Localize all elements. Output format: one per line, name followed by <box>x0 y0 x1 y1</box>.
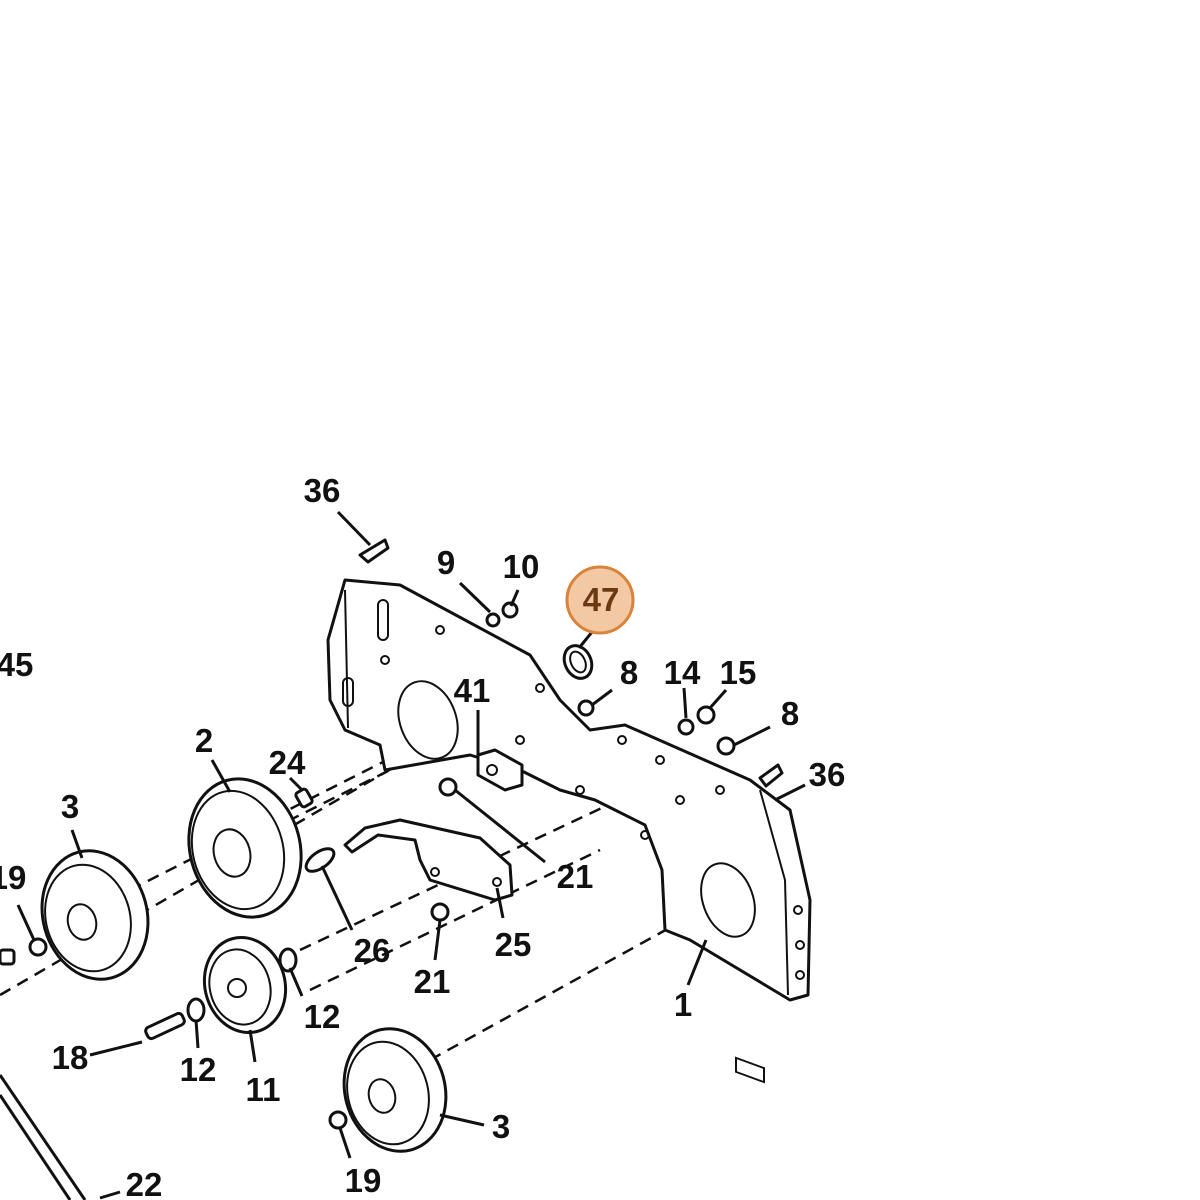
callout-label-45[interactable]: 45 <box>0 646 33 683</box>
callout-label-18[interactable]: 18 <box>52 1039 89 1076</box>
bracket-25 <box>343 818 514 902</box>
callout-label-19-upper[interactable]: 19 <box>0 859 26 896</box>
callout-label-24[interactable]: 24 <box>269 744 306 781</box>
callout-label-12-right[interactable]: 12 <box>304 998 341 1035</box>
callout-label-36-right[interactable]: 36 <box>809 756 846 793</box>
callout-label-21-lower[interactable]: 21 <box>414 963 451 1000</box>
callout-label-3-upper[interactable]: 3 <box>61 788 79 825</box>
callout-label-8-right[interactable]: 8 <box>781 695 799 732</box>
pulley-3-lower <box>342 1027 448 1153</box>
callout-label-25[interactable]: 25 <box>495 926 532 963</box>
belt-22 <box>0 1074 87 1200</box>
highlight-circle <box>565 565 635 635</box>
callout-label-1[interactable]: 1 <box>674 986 692 1023</box>
hardware <box>0 538 784 1130</box>
pulley-2 <box>187 777 303 919</box>
callout-label-19-lower[interactable]: 19 <box>345 1162 382 1199</box>
callout-label-36-top[interactable]: 36 <box>304 472 341 509</box>
callout-label-2[interactable]: 2 <box>195 722 213 759</box>
callout-label-11[interactable]: 11 <box>246 1071 281 1108</box>
leader-lines <box>16 510 806 1200</box>
callout-label-14[interactable]: 14 <box>664 654 701 691</box>
bracket-41 <box>476 748 524 792</box>
callout-label-26[interactable]: 26 <box>354 932 391 969</box>
callout-label-9[interactable]: 9 <box>437 544 455 581</box>
callout-label-22[interactable]: 22 <box>126 1166 163 1200</box>
callout-label-47[interactable]: 47 <box>583 581 620 618</box>
callout-label-15[interactable]: 15 <box>720 654 757 691</box>
callout-label-12-lower[interactable]: 12 <box>180 1051 217 1088</box>
pulley-3-upper <box>40 849 150 981</box>
callout-label-41[interactable]: 41 <box>454 672 491 709</box>
callout-labels: 36 9 10 8 14 15 8 36 45 41 2 24 3 19 21 … <box>0 472 845 1200</box>
callout-label-8-upper[interactable]: 8 <box>620 654 638 691</box>
idler-pulley-11 <box>202 935 288 1035</box>
frame-plate <box>326 578 812 1084</box>
callout-label-3-lower[interactable]: 3 <box>492 1108 510 1145</box>
callout-label-21-right[interactable]: 21 <box>557 858 594 895</box>
callout-47-highlight[interactable]: 47 <box>565 565 635 635</box>
callout-label-10[interactable]: 10 <box>503 548 540 585</box>
